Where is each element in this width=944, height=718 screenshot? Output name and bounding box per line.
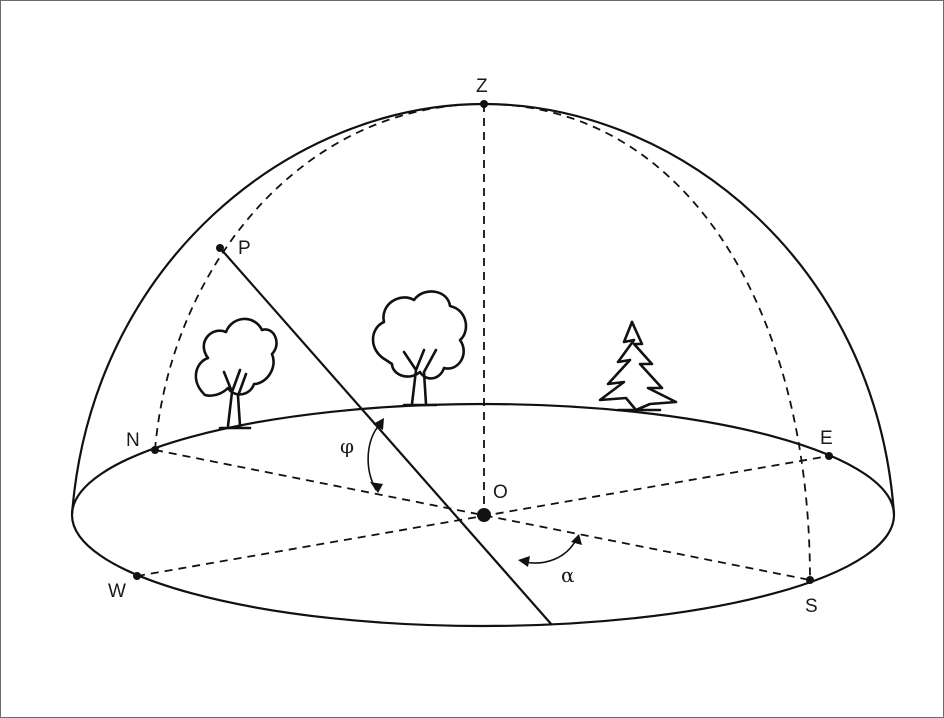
middle-tree-icon	[373, 291, 466, 405]
east-point	[825, 452, 833, 460]
right-tree-icon	[600, 322, 676, 410]
meridian-south-arc	[484, 104, 810, 580]
dome-outline	[72, 104, 894, 514]
polar-axis	[220, 248, 552, 625]
south-label: S	[805, 596, 818, 617]
pole-point	[216, 244, 224, 252]
north-label: N	[126, 430, 140, 451]
phi-label: φ	[340, 434, 354, 458]
alpha-label: α	[561, 563, 575, 587]
phi-arrow-bottom	[370, 482, 383, 493]
alpha-arrow-right	[571, 534, 582, 545]
west-label: W	[108, 581, 126, 602]
alpha-arrow-left	[518, 556, 530, 567]
south-point	[806, 576, 814, 584]
pole-label: P	[238, 238, 251, 259]
zenith-label: Z	[476, 76, 488, 97]
left-tree-icon	[196, 319, 277, 428]
west-point	[133, 572, 141, 580]
origin-point	[477, 508, 491, 522]
meridian-north-arc	[155, 104, 484, 450]
origin-label: O	[493, 482, 508, 503]
east-label: E	[820, 428, 833, 449]
alpha-angle-arc	[524, 540, 576, 563]
north-point	[151, 446, 159, 454]
zenith-point	[480, 100, 488, 108]
phi-angle-arc	[368, 424, 380, 490]
